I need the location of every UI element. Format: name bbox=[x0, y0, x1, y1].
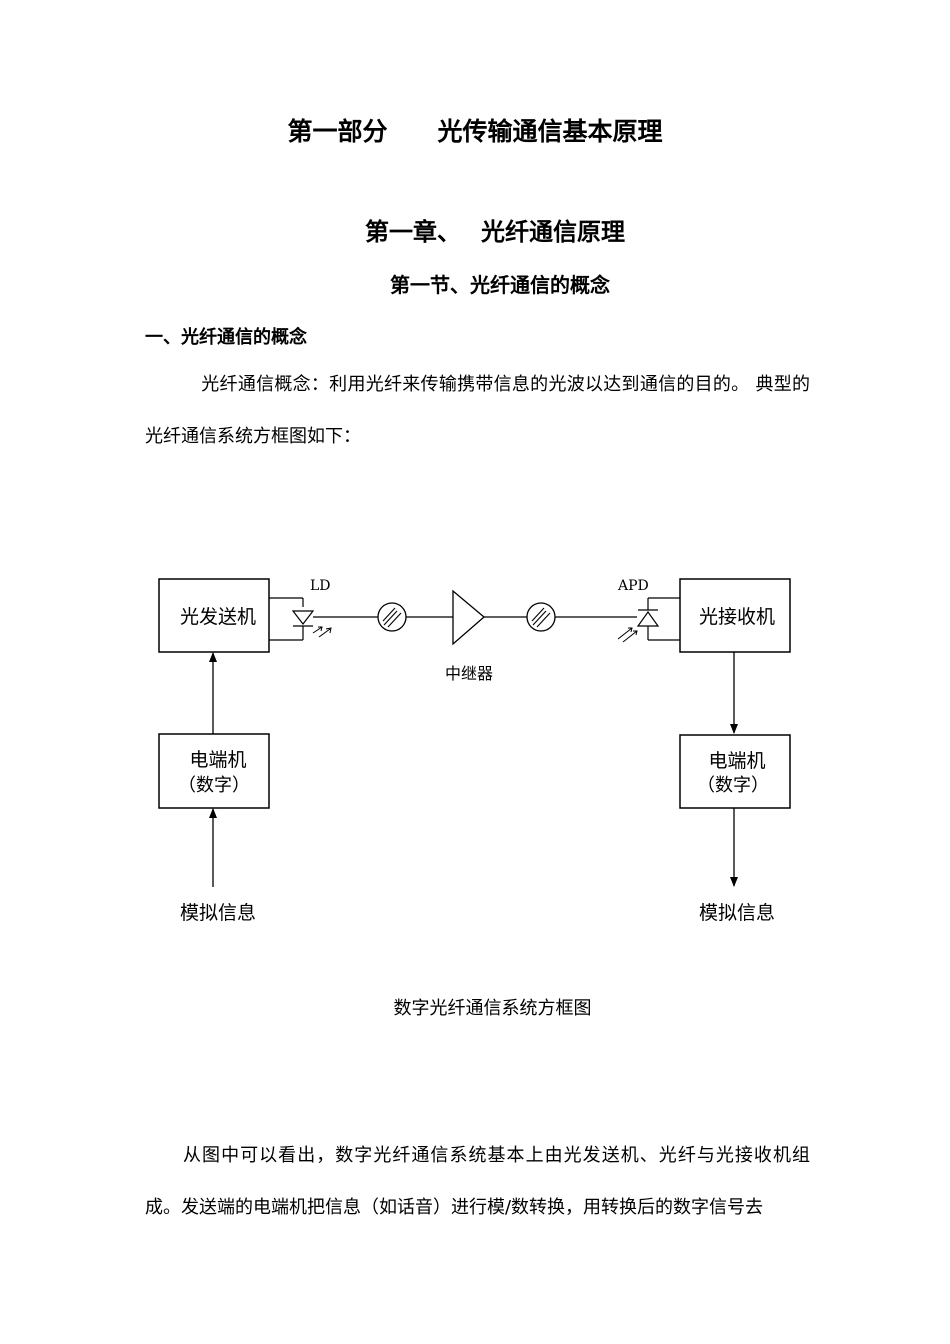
left-terminal-sublabel: （数字） bbox=[178, 775, 250, 796]
part-title-number: 第一部分 bbox=[287, 117, 388, 146]
right-terminal-box bbox=[679, 734, 791, 809]
section-title: 第一节、光纤通信的概念 bbox=[390, 273, 610, 297]
part-title: 第一部分 光传输通信基本原理 bbox=[0, 112, 950, 148]
figure-caption: 数字光纤通信系统方框图 bbox=[393, 998, 592, 1019]
input-label: 模拟信息 bbox=[180, 902, 256, 924]
fiber-connector-icon bbox=[526, 602, 556, 632]
repeater-label: 中继器 bbox=[445, 664, 493, 683]
subsection-title: 一、光纤通信的概念 bbox=[145, 327, 307, 348]
fiber-system-diagram: 光发送机 LD 中继器 bbox=[158, 578, 791, 924]
right-terminal-label: 电端机 bbox=[708, 750, 765, 772]
apd-label: APD bbox=[617, 578, 649, 594]
right-terminal-sublabel: （数字） bbox=[697, 775, 769, 796]
left-terminal-box bbox=[158, 733, 270, 809]
left-terminal-label: 电端机 bbox=[189, 749, 246, 771]
intro-paragraph: 光纤通信概念：利用光纤来传输携带信息的光波以达到通信的目的。 典型的光纤通信系统… bbox=[145, 359, 810, 463]
body-paragraph-text: 从图中可以看出，数字光纤通信系统基本上由光发送机、光纤与光接收机组成。发送端的电… bbox=[145, 1145, 810, 1218]
transmitter-label: 光发送机 bbox=[180, 606, 256, 628]
laser-diode-icon bbox=[269, 597, 332, 641]
output-label: 模拟信息 bbox=[699, 902, 775, 924]
chapter-title-text: 光纤通信原理 bbox=[481, 218, 625, 246]
chapter-number: 第一章、 bbox=[365, 218, 461, 246]
receiver-label: 光接收机 bbox=[699, 606, 775, 628]
photodiode-icon bbox=[617, 597, 680, 643]
part-title-text: 光传输通信基本原理 bbox=[437, 117, 663, 146]
intro-paragraph-text: 光纤通信概念：利用光纤来传输携带信息的光波以达到通信的目的。 典型的光纤通信系统… bbox=[145, 374, 810, 447]
body-paragraph: 从图中可以看出，数字光纤通信系统基本上由光发送机、光纤与光接收机组成。发送端的电… bbox=[145, 1130, 810, 1234]
receiver-box bbox=[679, 578, 791, 653]
fiber-connector-icon bbox=[377, 602, 407, 632]
repeater-icon bbox=[452, 589, 486, 646]
ld-label: LD bbox=[310, 578, 331, 594]
chapter-title: 第一章、光纤通信原理 bbox=[0, 212, 950, 247]
